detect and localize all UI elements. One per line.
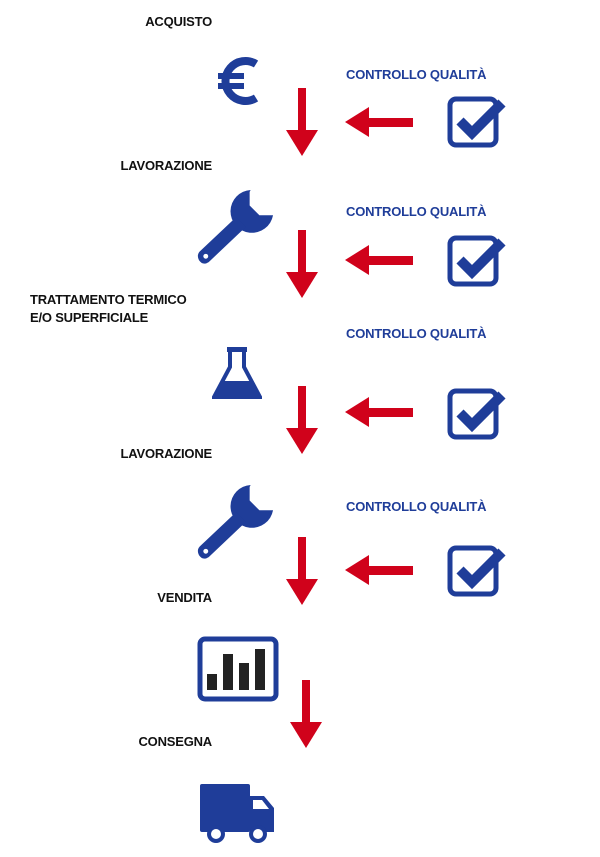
step-label-line2: E/O SUPERFICIALE <box>30 310 149 325</box>
down-arrow-icon <box>286 386 318 454</box>
flask-icon <box>212 347 262 401</box>
left-arrow-icon <box>345 555 413 585</box>
quality-check-label: CONTROLLO QUALITÀ <box>346 499 487 514</box>
checkbox-icon <box>446 234 508 288</box>
quality-check-label: CONTROLLO QUALITÀ <box>346 67 487 82</box>
left-arrow-icon <box>345 245 413 275</box>
checkbox-icon <box>446 544 508 598</box>
step-label-line1: TRATTAMENTO TERMICO <box>30 292 187 307</box>
step-label-lavorazione: LAVORAZIONE <box>120 158 213 173</box>
checkbox-icon <box>446 387 508 441</box>
truck-icon <box>200 784 276 846</box>
left-arrow-icon <box>345 397 413 427</box>
quality-check-label: CONTROLLO QUALITÀ <box>346 326 487 341</box>
euro-icon <box>218 56 260 106</box>
down-arrow-icon <box>290 680 322 748</box>
down-arrow-icon <box>286 537 318 605</box>
checkbox-icon <box>446 95 508 149</box>
bar-chart-icon <box>197 636 279 702</box>
left-arrow-icon <box>345 107 413 137</box>
wrench-icon <box>197 188 275 266</box>
down-arrow-icon <box>286 230 318 298</box>
quality-check-label: CONTROLLO QUALITÀ <box>346 204 487 219</box>
wrench-icon <box>197 483 275 561</box>
step-label-trattamento: TRATTAMENTO TERMICO E/O SUPERFICIALE <box>30 291 187 327</box>
step-label-consegna: CONSEGNA <box>138 734 212 749</box>
step-label-lavorazione-2: LAVORAZIONE <box>120 446 213 461</box>
down-arrow-icon <box>286 88 318 156</box>
step-label-acquisto: ACQUISTO <box>145 14 212 29</box>
step-label-vendita: VENDITA <box>157 590 212 605</box>
